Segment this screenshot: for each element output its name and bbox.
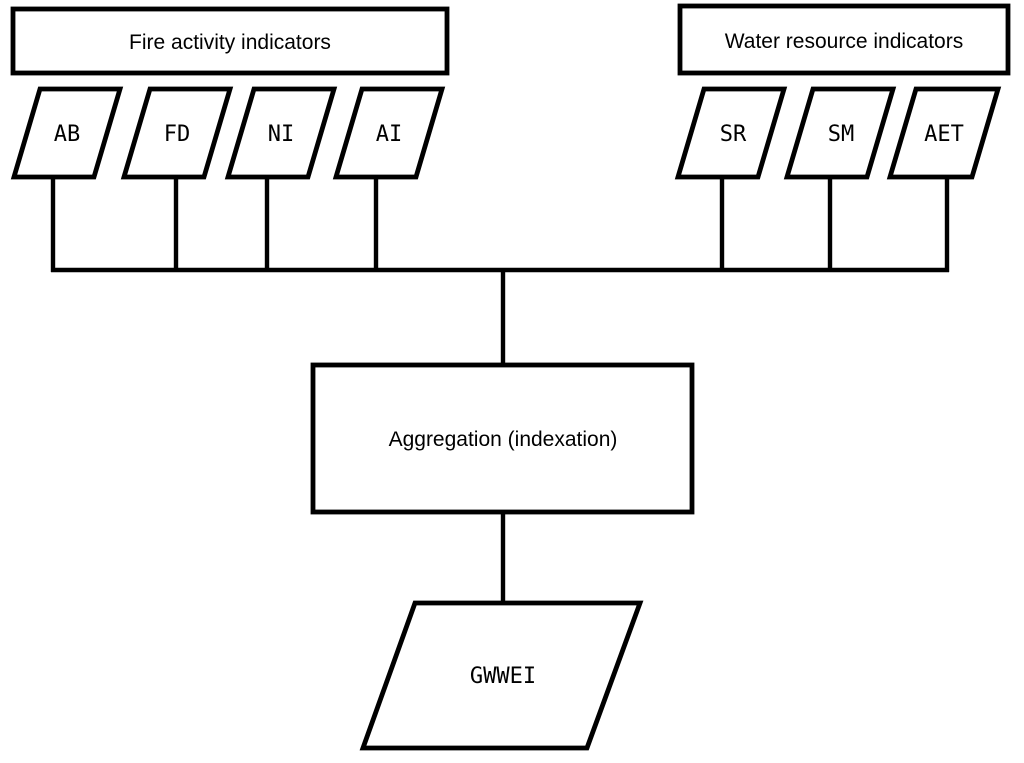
water-indicators-title: Water resource indicators [725,30,963,53]
indicator-fd-label: FD [164,122,191,147]
water-indicators-box [677,3,1011,76]
gwwei-output-shape [359,600,644,751]
indicator-ab-label: AB [54,122,81,147]
fire-indicators-box [10,6,450,76]
fire-indicators-title: Fire activity indicators [129,31,331,54]
indicator-sr-shape [674,86,788,180]
indicator-ai-label: AI [376,122,403,147]
indicator-aet-label: AET [924,122,964,147]
aggregation-label: Aggregation (indexation) [389,428,618,451]
indicator-sm-label: SM [828,122,855,147]
indicator-sm-shape [783,86,897,180]
connector-lines [50,173,950,606]
indicator-fd-shape [120,86,234,180]
indicator-ai-shape [332,86,446,180]
indicator-ab-shape [10,86,124,180]
indicator-aet-shape [886,86,1002,180]
aggregation-box [310,362,695,515]
indicator-ni-label: NI [268,122,295,147]
indicator-sr-label: SR [720,122,747,147]
gwwei-output-label: GWWEI [470,664,536,689]
indicator-ni-shape [224,86,338,180]
